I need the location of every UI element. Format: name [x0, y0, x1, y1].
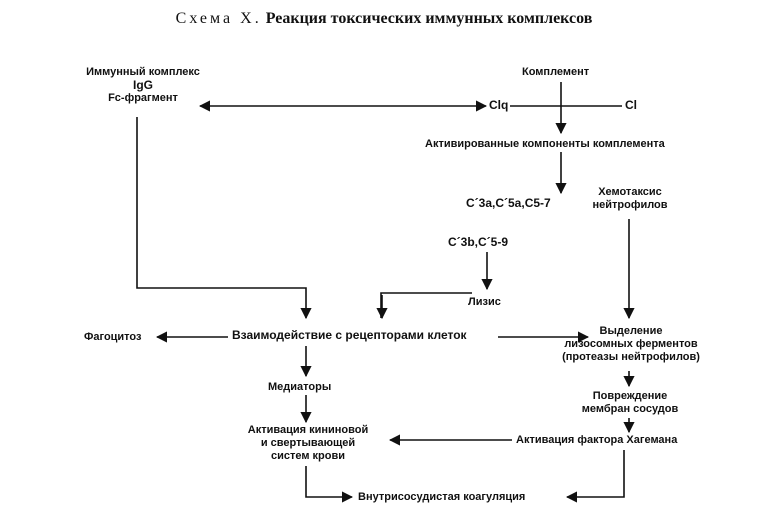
fc-fragment-label: Fc-фрагмент: [108, 92, 178, 104]
chemotaxis-line-2: нейтрофилов: [592, 199, 668, 211]
interaction-node: Взаимодействие с рецепторами клеток: [232, 328, 467, 342]
lysis-node: Лизис: [468, 296, 501, 308]
release-line-3: (протеазы нейтрофилов): [562, 351, 700, 363]
kinin-line-1: Активация кининовой: [247, 424, 369, 436]
immune-complex-node: Иммунный комплекс IgG Fc-фрагмент: [68, 66, 218, 105]
chemotaxis-node: Хемотаксис нейтрофилов: [574, 186, 686, 212]
immune-complex-label: Иммунный комплекс: [86, 66, 200, 78]
arrow-kinin-coagulation: [305, 466, 354, 503]
kinin-line-2: и свертывающей: [260, 437, 356, 449]
c3a-c5a-node: C´3a,C´5a,C5-7: [466, 196, 551, 210]
damage-line-1: Повреждение: [592, 390, 668, 402]
diagram-title: Схема X. Реакция токсических иммунных ко…: [0, 10, 768, 28]
c3b-c59-node: C´3b,C´5-9: [448, 235, 509, 249]
damage-line-2: мембран сосудов: [581, 403, 679, 415]
title-main: Реакция токсических иммунных комплексов: [265, 10, 593, 27]
chemotaxis-line-1: Хемотаксис: [598, 186, 662, 198]
hageman-node: Активация фактора Хагемана: [516, 434, 678, 446]
arrow-immune-interaction: [136, 117, 312, 320]
title-prefix: Схема X.: [175, 10, 262, 27]
release-line-2: лизосомных ферментов: [564, 338, 698, 350]
mediators-node: Медиаторы: [268, 381, 332, 393]
clq-node: Clq: [489, 98, 509, 112]
kinin-line-3: систем крови: [270, 450, 346, 462]
release-line-1: Выделение: [599, 325, 663, 337]
coagulation-node: Внутрисосудистая коагуляция: [358, 491, 526, 503]
complement-node: Комплемент: [522, 66, 590, 78]
c1-node: Cl: [625, 98, 637, 112]
phagocytosis-node: Фагоцитоз: [84, 331, 142, 343]
vessel-damage-node: Повреждение мембран сосудов: [574, 390, 686, 416]
enzyme-release-node: Выделение лизосомных ферментов (протеазы…: [560, 325, 702, 364]
arrow-hageman-coagulation: [565, 450, 625, 503]
kinin-activation-node: Активация кининовой и свертывающей систе…: [238, 424, 378, 463]
arrow-to-interaction-right: [380, 292, 472, 318]
igg-label: IgG: [133, 78, 153, 92]
activated-components-node: Активированные компоненты комплемента: [425, 138, 665, 150]
